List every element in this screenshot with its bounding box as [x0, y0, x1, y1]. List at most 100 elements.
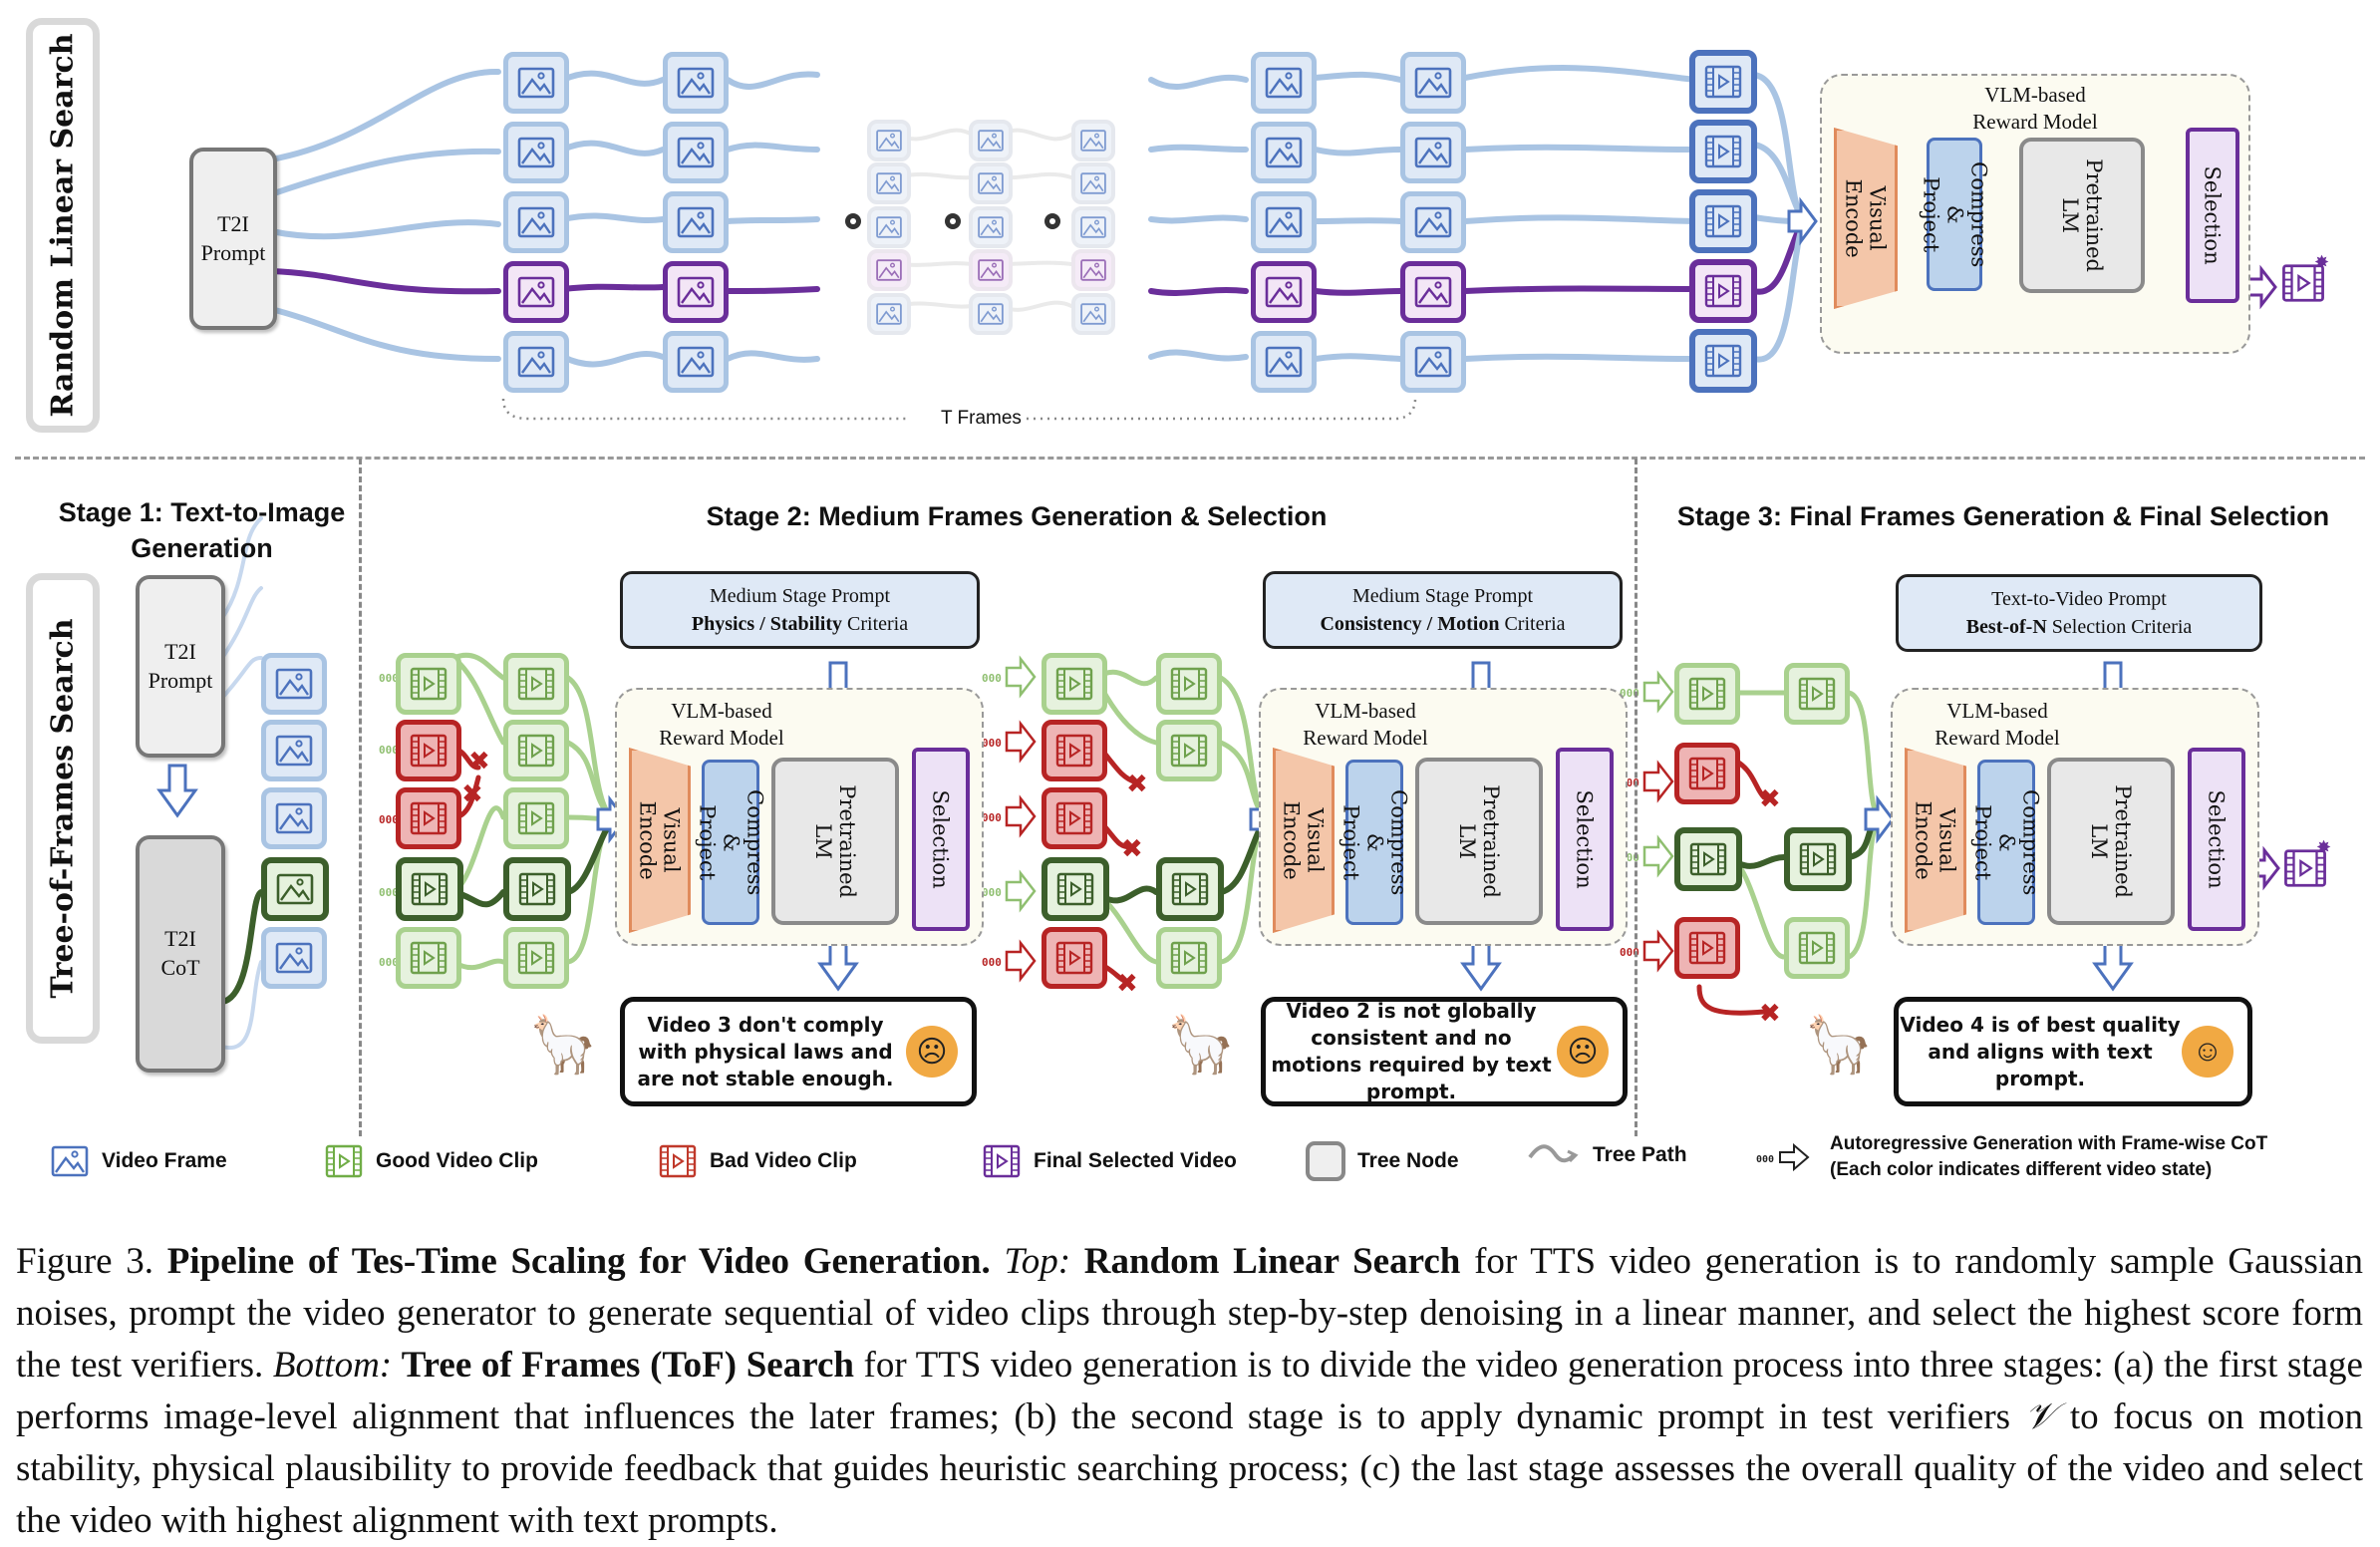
- video-clip: [1689, 189, 1757, 253]
- good-video-clip: [1041, 857, 1109, 921]
- good-video-clip: [396, 927, 461, 989]
- image-icon: [516, 205, 556, 239]
- video-clip-icon: [1703, 274, 1743, 308]
- image-icon: [1413, 205, 1453, 239]
- image-icon: [1079, 215, 1107, 239]
- reject-x-icon: ✖: [1759, 999, 1781, 1029]
- good-video-clip: [1784, 917, 1850, 979]
- final-selected-video-icon: [982, 1141, 1022, 1181]
- video-clip-icon: [1797, 931, 1837, 965]
- selection-block: Selection: [1556, 748, 1614, 931]
- good-video-clip: [1156, 720, 1222, 781]
- compress-project-block: Compress & Project: [1970, 760, 2042, 925]
- legend-item: Good Video Clip: [324, 1141, 538, 1181]
- video-clip-icon: [1798, 842, 1838, 876]
- video-frame: [1251, 52, 1317, 114]
- video-clip-icon: [410, 872, 449, 906]
- video-frame: [1400, 52, 1466, 114]
- video-frame: [663, 331, 729, 393]
- image-icon: [516, 66, 556, 100]
- happy-face-icon: ☺: [2182, 1026, 2233, 1078]
- video-clip-icon: [409, 801, 448, 835]
- video-frame-icon: [50, 1141, 90, 1181]
- legend-item: 000 Autoregressive Generation with Frame-…: [1754, 1131, 2267, 1182]
- good-video-clip: [1674, 827, 1742, 891]
- video-frame: [503, 191, 569, 253]
- pretrained-lm-block: Pretrained LM: [2047, 758, 2175, 925]
- video-clip-icon: [409, 734, 448, 768]
- bad-video-clip: [1041, 720, 1107, 781]
- image-icon: [1413, 275, 1453, 309]
- pretrained-lm-block: Pretrained LM: [771, 758, 899, 925]
- llama-icon: 🦙: [528, 1013, 598, 1076]
- video-clip-icon: [516, 801, 556, 835]
- image-icon: [676, 345, 716, 379]
- good-video-clip: [1156, 927, 1222, 989]
- image-icon: [1264, 136, 1304, 169]
- video-clip-icon: [1687, 757, 1727, 790]
- legend-label: Tree Path: [1593, 1143, 1687, 1166]
- reject-x-icon: ✖: [1759, 784, 1781, 814]
- legend-item: Video Frame: [50, 1141, 227, 1181]
- sad-face-icon: ☹: [906, 1026, 958, 1078]
- image-icon: [1079, 258, 1107, 282]
- image-icon: [274, 734, 314, 768]
- arrow-icon: [2245, 264, 2277, 310]
- compress-project-block: Compress & Project: [1919, 138, 1990, 291]
- image-icon: [1264, 66, 1304, 100]
- bad-video-clip: [1041, 927, 1107, 989]
- t2i-cot-node: T2I CoT: [136, 835, 225, 1073]
- video-frame: [663, 191, 729, 253]
- reward-model-title: VLM-based Reward Model: [1972, 83, 2098, 135]
- video-clip-icon: [1054, 941, 1094, 975]
- pretrained-lm-block: Pretrained LM: [1415, 758, 1543, 925]
- image-icon: [516, 136, 556, 169]
- video-clip-icon: [517, 872, 557, 906]
- faint-video-frame: [1071, 206, 1115, 248]
- video-clip-icon: [409, 667, 448, 701]
- image-icon: [977, 258, 1005, 282]
- video-clip-icon: [1703, 204, 1743, 238]
- tree-path: [268, 306, 501, 362]
- visual-encode-block: Visual Encode: [1834, 128, 1898, 309]
- video-frame: [261, 720, 327, 781]
- video-clip-icon: [1703, 65, 1743, 99]
- image-icon: [1413, 66, 1453, 100]
- arrow-icon: [1787, 196, 1818, 246]
- reject-x-icon: ✖: [1126, 770, 1148, 799]
- selection-block: Selection: [2188, 748, 2245, 931]
- image-icon: [875, 258, 903, 282]
- image-icon: [1413, 136, 1453, 169]
- image-icon: [676, 66, 716, 100]
- sad-face-icon: ☹: [1557, 1026, 1609, 1078]
- video-clip-icon: [1054, 801, 1094, 835]
- faint-video-frame: [1071, 249, 1115, 291]
- video-frame: [1251, 331, 1317, 393]
- video-clip-icon: [1687, 931, 1727, 965]
- svg-text:000: 000: [1756, 1154, 1774, 1165]
- selection-block: Selection: [912, 748, 970, 931]
- good-video-clip: [503, 857, 571, 921]
- legend-label: Bad Video Clip: [710, 1148, 857, 1172]
- feedback-bubble-stage3: Video 4 is of best quality and aligns wi…: [1894, 997, 2252, 1106]
- reject-x-icon: ✖: [468, 747, 490, 776]
- faint-video-frame: [969, 249, 1013, 291]
- t-frames-label: T Frames: [941, 408, 1022, 429]
- good-video-clip: [503, 653, 569, 715]
- good-video-clip: [1784, 827, 1852, 891]
- visual-encode-block: Visual Encode: [1905, 748, 1966, 933]
- llama-icon: 🦙: [1804, 1013, 1874, 1076]
- video-clip-icon: [1703, 344, 1743, 378]
- tree-of-frames-search-label: Tree-of-Frames Search: [26, 573, 100, 1044]
- medium-stage-prompt-physics: Medium Stage Prompt Physics / Stability …: [620, 571, 980, 649]
- good-video-clip: [503, 927, 569, 989]
- image-icon: [977, 302, 1005, 326]
- visual-encode-block: Visual Encode: [629, 748, 691, 933]
- figure-caption: Figure 3. Pipeline of Tes-Time Scaling f…: [16, 1241, 2364, 1541]
- legend-item: Bad Video Clip: [658, 1141, 857, 1181]
- legend-label: Autoregressive Generation with Frame-wis…: [1830, 1133, 2268, 1180]
